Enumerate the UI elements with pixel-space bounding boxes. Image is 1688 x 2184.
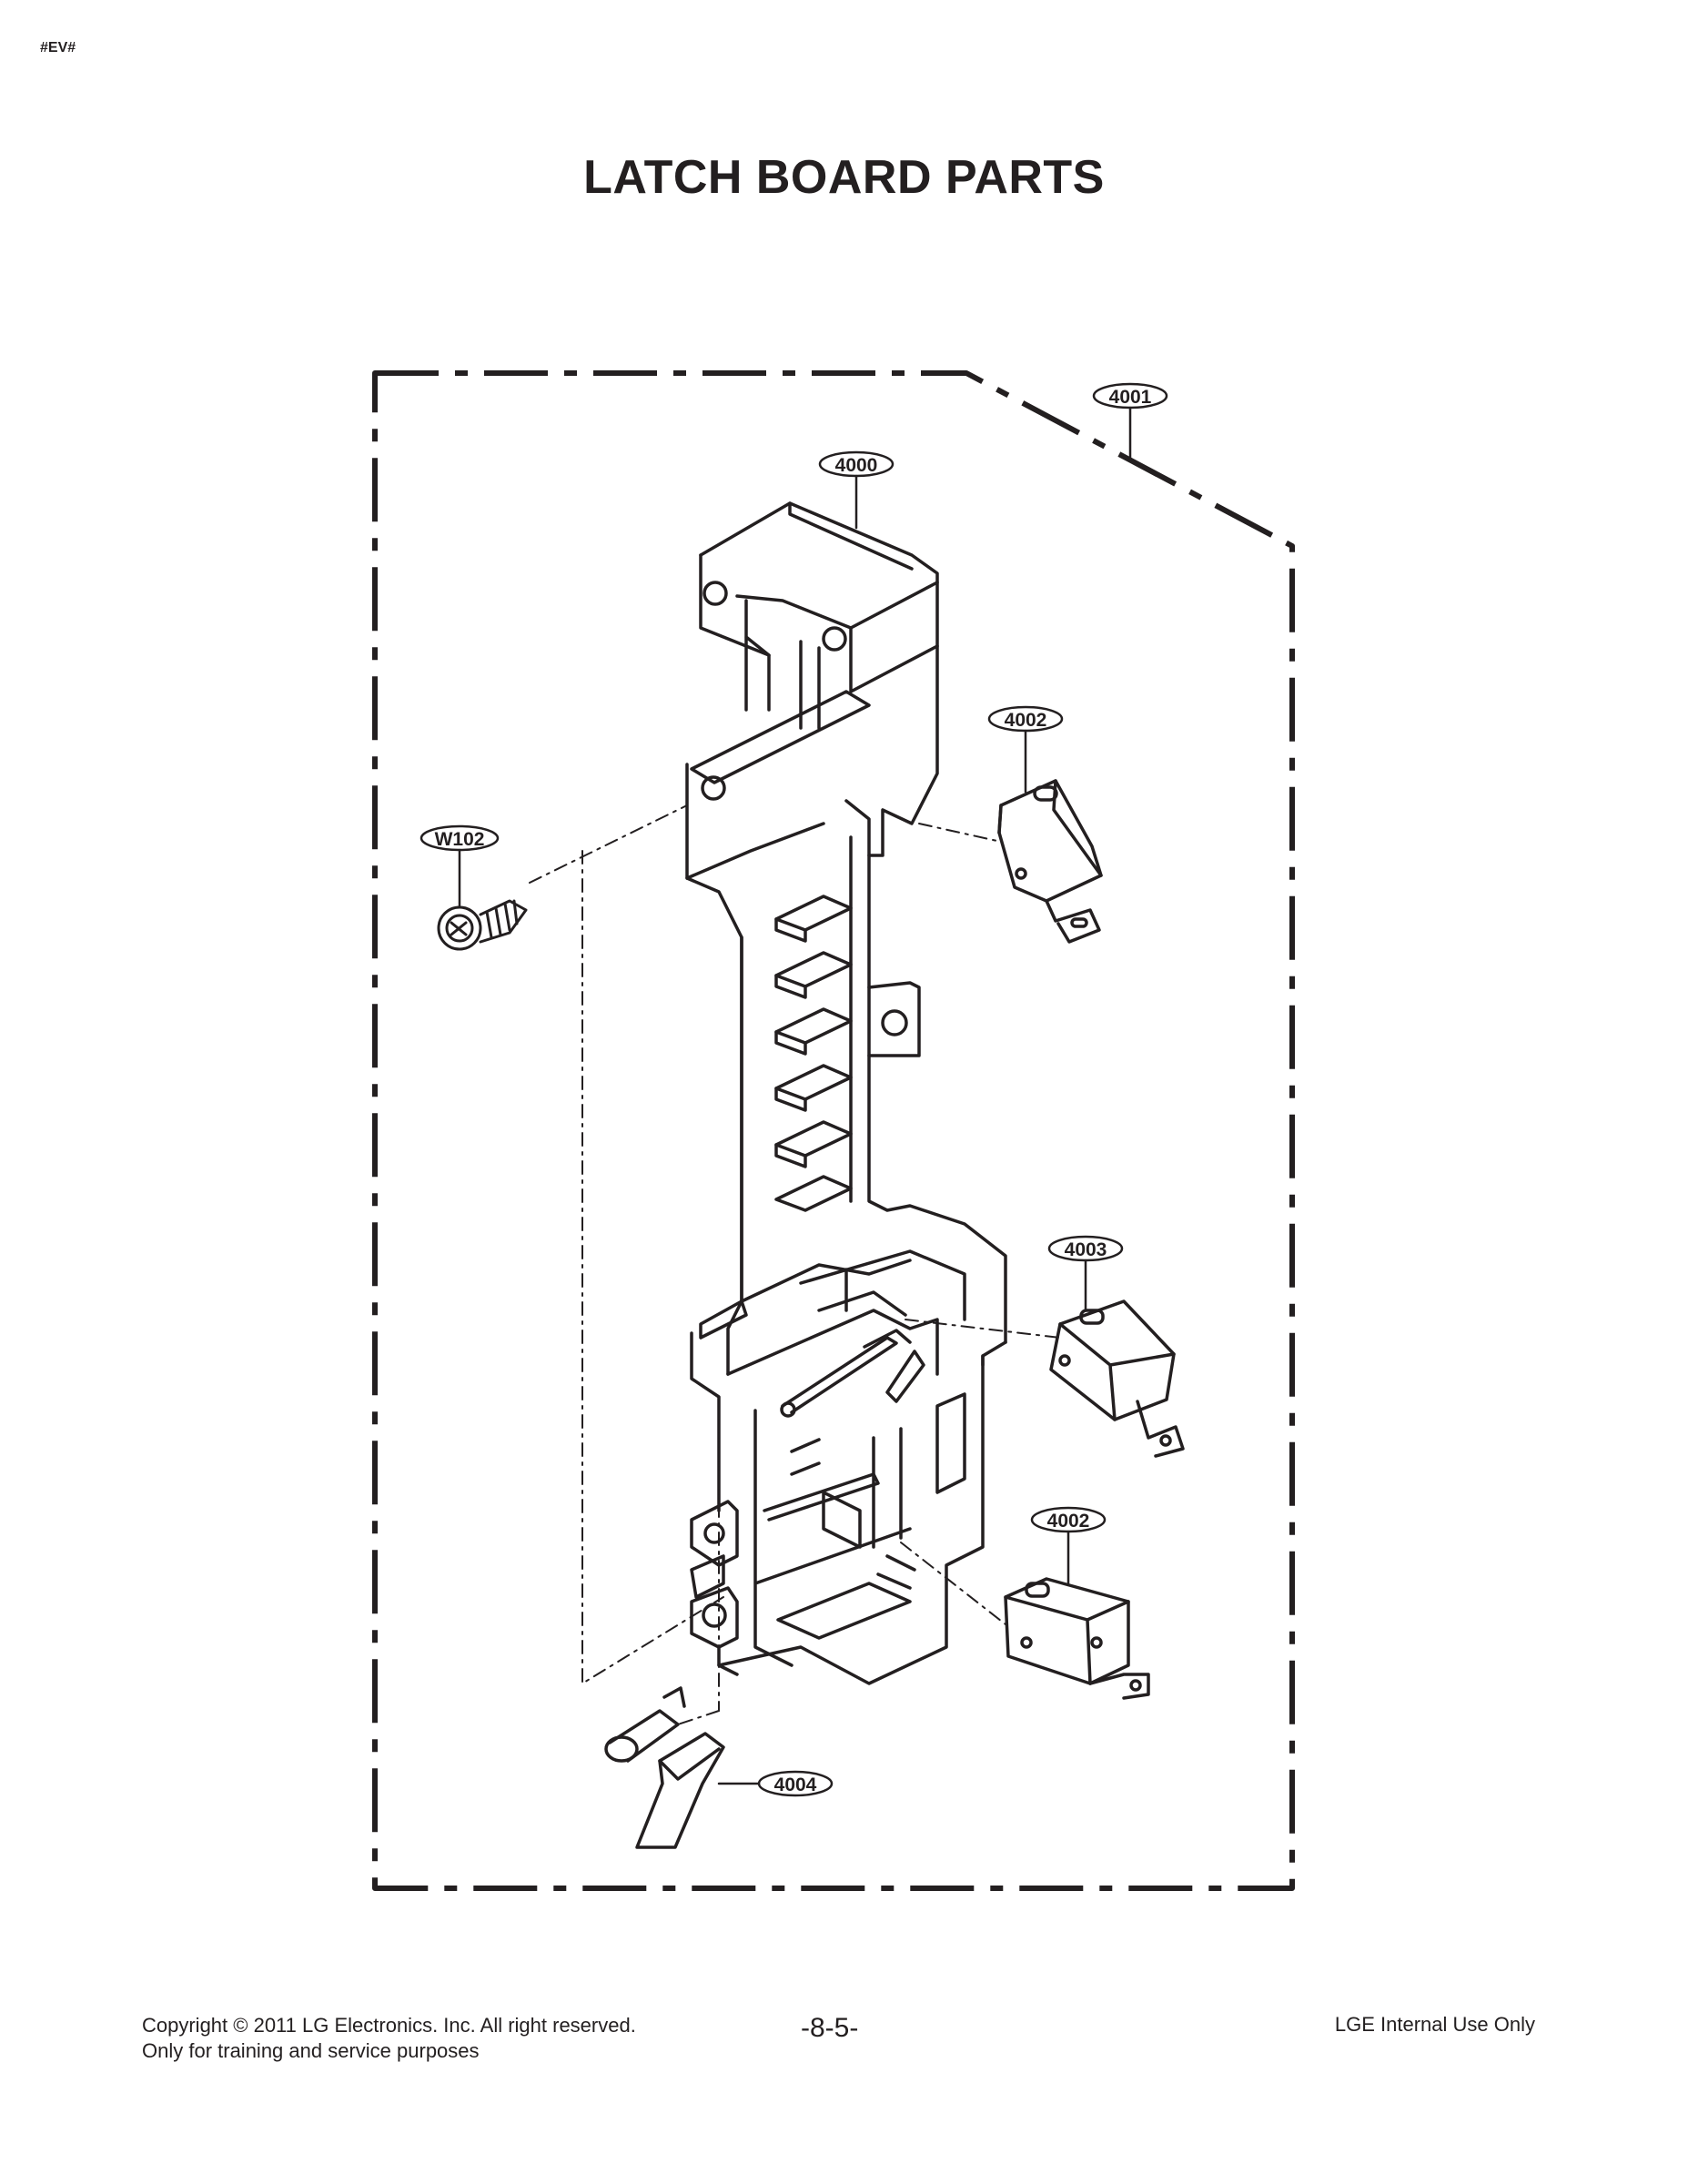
side-mount-tab xyxy=(867,981,921,1057)
svg-text:4002: 4002 xyxy=(1047,1511,1090,1532)
footer-internal-notice: LGE Internal Use Only xyxy=(1334,2013,1535,2036)
latch-lever-4004 xyxy=(604,1686,725,1849)
callout-4003: 4003 xyxy=(1047,1235,1124,1312)
footer-copyright: Copyright © 2011 LG Electronics. Inc. Al… xyxy=(142,2013,636,2064)
svg-text:W102: W102 xyxy=(435,829,485,850)
assembly-boundary-4001 xyxy=(372,370,1295,1891)
latch-rod-upper xyxy=(781,1336,898,1414)
svg-text:4003: 4003 xyxy=(1065,1239,1107,1260)
svg-text:4004: 4004 xyxy=(774,1774,817,1795)
footer-copyright-line1: Copyright © 2011 LG Electronics. Inc. Al… xyxy=(142,2014,636,2037)
footer-page-number: -8-5- xyxy=(801,2013,859,2043)
assembly-guide-lines xyxy=(529,804,1061,1725)
screw-w102 xyxy=(437,899,528,951)
callout-4002-upper: 4002 xyxy=(987,705,1064,794)
callout-4000: 4000 xyxy=(818,450,895,530)
page-title: LATCH BOARD PARTS xyxy=(583,151,1105,204)
callout-4004: 4004 xyxy=(717,1770,834,1797)
svg-text:4002: 4002 xyxy=(1005,710,1047,731)
micro-switch-4002-upper xyxy=(997,779,1103,944)
callout-W102: W102 xyxy=(419,824,500,909)
callout-4002-lower: 4002 xyxy=(1030,1506,1107,1585)
micro-switch-4002-lower xyxy=(1004,1577,1150,1700)
callout-4001: 4001 xyxy=(1092,382,1168,461)
latch-board-ribs xyxy=(774,895,853,1212)
footer-copyright-line2: Only for training and service purposes xyxy=(142,2039,480,2062)
micro-switch-4003 xyxy=(1049,1299,1185,1458)
svg-text:4001: 4001 xyxy=(1109,387,1152,408)
svg-text:4000: 4000 xyxy=(835,455,878,476)
latch-board-4000 xyxy=(685,501,1007,1685)
document-code-mark: #EV# xyxy=(40,40,76,56)
